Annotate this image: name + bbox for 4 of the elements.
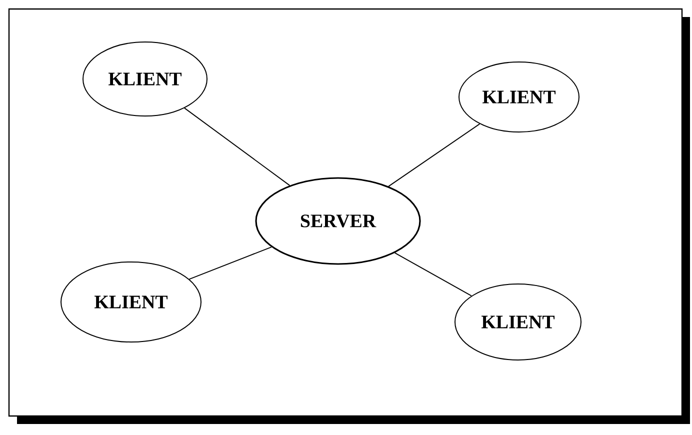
connector-line <box>188 246 272 280</box>
connector-line <box>388 123 480 187</box>
connector-line <box>394 252 472 296</box>
connector-line <box>184 108 290 186</box>
